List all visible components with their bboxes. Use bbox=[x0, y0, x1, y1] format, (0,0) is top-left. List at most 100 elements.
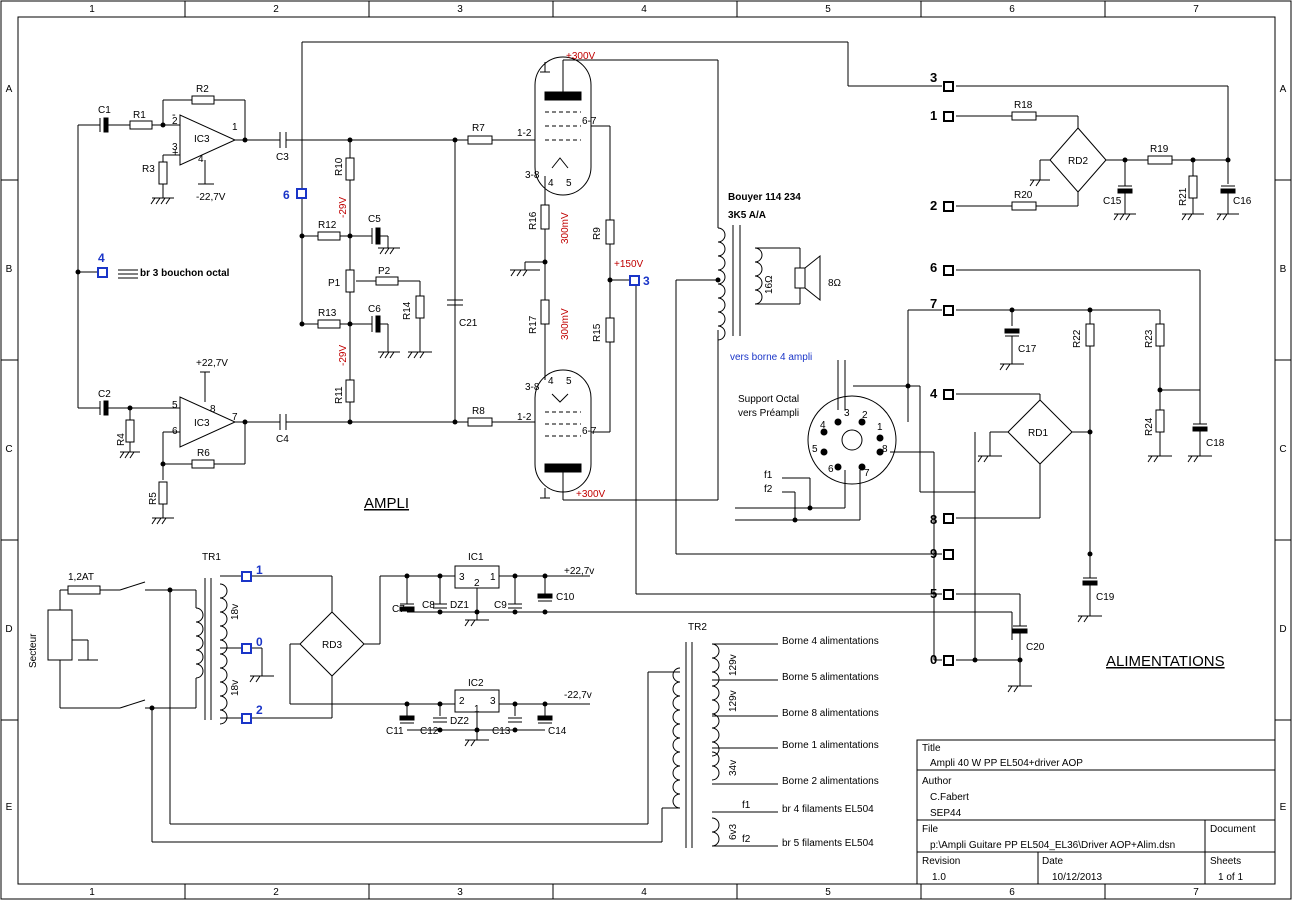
opamp-wiring bbox=[77, 95, 460, 519]
blue-terminal-0[interactable] bbox=[241, 643, 252, 654]
label-R12: R12 bbox=[318, 220, 337, 231]
terminal-6[interactable] bbox=[943, 265, 954, 276]
blue-terminal-6[interactable] bbox=[296, 188, 307, 199]
row-label: D bbox=[1279, 624, 1286, 635]
label-R6: R6 bbox=[197, 448, 210, 459]
potentiometer-P2 bbox=[375, 276, 399, 286]
label-P2: P2 bbox=[378, 266, 391, 277]
resistor-R17 bbox=[540, 299, 550, 325]
terminal-7[interactable] bbox=[943, 305, 954, 316]
ground-icon bbox=[1113, 213, 1136, 221]
col-label: 3 bbox=[457, 4, 463, 15]
title-block-document-label: Document bbox=[1210, 824, 1256, 835]
label-RD1: RD1 bbox=[1028, 428, 1048, 439]
frame-ticks bbox=[1, 1, 1291, 899]
terminal-2[interactable] bbox=[943, 201, 954, 212]
TR1-primary bbox=[195, 607, 204, 679]
ground-icon bbox=[407, 351, 432, 359]
secondary-impedance: 16Ω bbox=[764, 275, 775, 294]
label-C3: C3 bbox=[276, 152, 289, 163]
label-C15: C15 bbox=[1103, 196, 1122, 207]
ground-icon bbox=[1029, 179, 1050, 187]
label-R24: R24 bbox=[1144, 417, 1155, 436]
col-label: 6 bbox=[1009, 887, 1015, 898]
hv-supply bbox=[956, 85, 1236, 686]
junction-dots bbox=[75, 122, 1231, 733]
resistor-R20 bbox=[1011, 201, 1037, 211]
section-ampli: AMPLI bbox=[364, 495, 409, 512]
row-label: D bbox=[5, 624, 12, 635]
blue-terminal-3[interactable] bbox=[629, 275, 640, 286]
label-R13: R13 bbox=[318, 308, 337, 319]
col-label: 4 bbox=[641, 4, 647, 15]
voltage-minus29-upper: -29V bbox=[338, 197, 349, 218]
col-label: 4 bbox=[641, 887, 647, 898]
resistor-R7 bbox=[467, 135, 493, 145]
terminal-0[interactable] bbox=[943, 655, 954, 666]
resistor-R6 bbox=[191, 459, 215, 469]
label-R5: R5 bbox=[148, 492, 159, 505]
borne-label: Borne 1 alimentations bbox=[782, 740, 879, 751]
borne-label: Borne 5 alimentations bbox=[782, 672, 879, 683]
title-block-sheets-label: Sheets bbox=[1210, 856, 1241, 867]
borne-label: Borne 4 alimentations bbox=[782, 636, 879, 647]
TR2-primary bbox=[672, 667, 681, 809]
bias-network bbox=[301, 41, 942, 422]
label-DZ2: DZ2 bbox=[450, 716, 469, 727]
ground-icon bbox=[977, 455, 1002, 463]
blue-terminal-2[interactable] bbox=[241, 713, 252, 724]
terminal-1[interactable] bbox=[943, 111, 954, 122]
col-label: 5 bbox=[825, 887, 831, 898]
terminal-squares bbox=[943, 81, 954, 666]
ground-icon bbox=[1187, 455, 1212, 463]
terminal-9[interactable] bbox=[943, 549, 954, 560]
pin-2: 2 bbox=[172, 116, 178, 127]
octal-pin-5: 5 bbox=[812, 444, 818, 455]
tr1-18v-lower: 18v bbox=[230, 680, 241, 696]
label-TR2: TR2 bbox=[688, 622, 707, 633]
terminal-4[interactable] bbox=[943, 389, 954, 400]
inner-frame bbox=[17, 16, 1276, 885]
label-P1: P1 bbox=[328, 278, 341, 289]
misc-labels: Bouyer 114 234 3K5 A/A 16Ω 8Ω Support Oc… bbox=[140, 192, 888, 495]
title-block-author-org: SEP44 bbox=[930, 808, 962, 819]
label-R3: R3 bbox=[142, 164, 155, 175]
outer-frame bbox=[0, 0, 1292, 900]
col-label: 2 bbox=[273, 887, 279, 898]
terminal-numbers: 3 1 2 6 7 4 8 9 5 0 bbox=[930, 70, 938, 667]
frame-labels: 1 2 3 4 5 6 7 1 2 3 4 5 6 7 A B C D E A … bbox=[5, 4, 1286, 898]
TR2-hv-secondary bbox=[711, 643, 720, 757]
output-transformer-name: Bouyer 114 234 bbox=[728, 192, 801, 203]
title-block-revision-label: Revision bbox=[922, 856, 960, 867]
terminal-3[interactable] bbox=[943, 81, 954, 92]
col-label: 6 bbox=[1009, 4, 1015, 15]
pin-7: 7 bbox=[232, 412, 238, 423]
blue-terminal-4[interactable] bbox=[97, 267, 108, 278]
resistor-R12 bbox=[317, 231, 341, 241]
resistor-R16 bbox=[540, 204, 550, 230]
voltage-minus29-lower: -29V bbox=[338, 345, 349, 366]
label-R18: R18 bbox=[1014, 100, 1033, 111]
label-R17: R17 bbox=[528, 315, 539, 334]
TR1-secondary bbox=[219, 583, 228, 725]
blue-terminal-1[interactable] bbox=[241, 571, 252, 582]
label-R8: R8 bbox=[472, 406, 485, 417]
pin-3: 3 bbox=[172, 142, 178, 153]
potentiometer-P1 bbox=[345, 269, 355, 293]
bridge-RD3 bbox=[299, 611, 365, 677]
ground-icon bbox=[999, 363, 1024, 371]
blue-label-2: 2 bbox=[256, 703, 263, 717]
terminal-label-1: 1 bbox=[930, 108, 937, 123]
octal-pins bbox=[820, 418, 884, 471]
blue-label-4: 4 bbox=[98, 251, 105, 265]
col-label: 1 bbox=[89, 887, 95, 898]
tr2-129v-upper: 129v bbox=[728, 654, 739, 676]
ic1-pin-2: 2 bbox=[474, 578, 480, 589]
speaker-impedance: 8Ω bbox=[828, 278, 842, 289]
terminal-5[interactable] bbox=[943, 589, 954, 600]
terminal-8[interactable] bbox=[943, 513, 954, 524]
resistor-R10 bbox=[345, 157, 355, 181]
label-R4: R4 bbox=[116, 433, 127, 446]
resistor-R13 bbox=[317, 319, 341, 329]
